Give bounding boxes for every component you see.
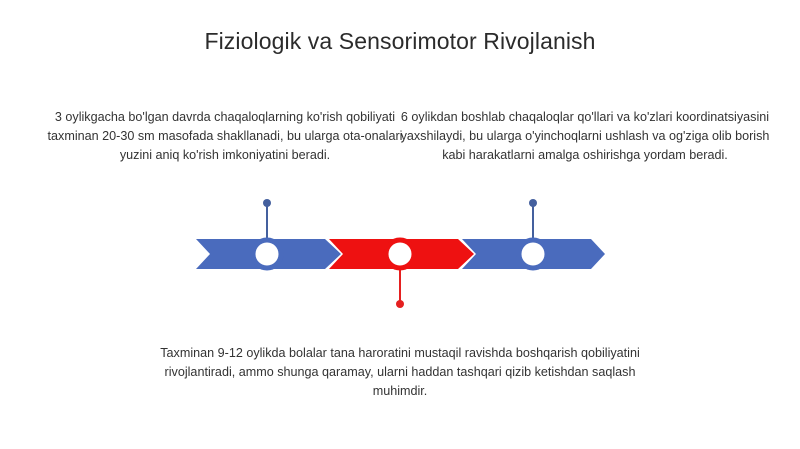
milestone-3-dot [529, 199, 537, 207]
milestone-1-text: 3 oylikgacha bo'lgan davrda chaqaloqlarn… [47, 110, 403, 162]
milestone-2-marker [383, 237, 417, 271]
milestone-2-text: Taxminan 9-12 oylikda bolalar tana haror… [160, 346, 640, 398]
milestone-1-dot [263, 199, 271, 207]
milestone-1-marker [250, 237, 284, 271]
milestone-3-marker [516, 237, 550, 271]
milestone-3-text: 6 oylikdan boshlab chaqaloqlar qo'llari … [400, 110, 770, 162]
milestone-2-dot [396, 300, 404, 308]
slide-title: Fiziologik va Sensorimotor Rivojlanish [204, 28, 596, 54]
